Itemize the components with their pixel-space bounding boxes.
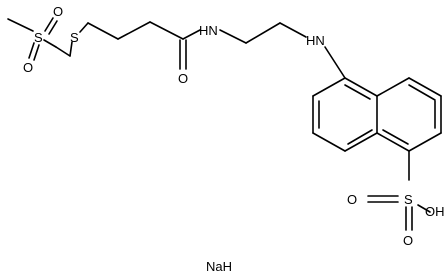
ring-a-d3 [344,84,371,100]
bond-ethyl [245,22,281,44]
bond-chain-2 [117,21,151,40]
bond-chain-3 [149,21,184,40]
atom-n-amide: H​N [199,23,218,38]
ring-b-1 [376,77,410,97]
ring-b-d3 [382,129,409,145]
ring-a-6 [344,77,378,97]
atom-o-carbonyl: O [178,71,188,86]
atom-n-amine: H​N [306,33,325,48]
bond-nh-ring [324,46,346,79]
bond-s-o-top-b [48,20,58,35]
atom-o-sulfonyl-top: O [53,4,63,19]
ring-a-d2 [347,129,373,145]
atom-o-sulfonic-bottom: O [403,233,413,248]
bond-nh-ethyl-1 [219,29,247,44]
bond-so3-oh [417,204,431,213]
ring-b-d1 [408,84,436,101]
ring-a-1 [312,77,346,97]
ring-b-4 [408,132,442,152]
counterion-label: NaH [206,259,232,274]
bond-ethyl-nh [279,22,307,38]
bond-methyl-s [7,18,34,32]
atom-o-sulfonic-left: O [347,192,357,207]
atom-s-sulfonyl: S [34,30,43,45]
ring-b-2 [408,77,442,97]
atom-o-sulfonyl-bottom: O [23,60,33,75]
ring-b-5 [376,132,410,152]
bond-c-nh [182,29,201,40]
bond-s-o-bottom-b [33,44,40,61]
atom-s-sulfonic: S [404,192,413,207]
bond-s-o-bottom-a [28,42,35,59]
bond-s-s-b [55,46,71,57]
bond-chain-1 [87,22,119,40]
bond-s-o-top-a [44,17,54,32]
atom-s-thio: S [70,30,79,45]
ring-a-4 [344,132,378,152]
bond-c1-c2 [69,41,73,57]
ring-a-3 [312,132,346,152]
bond-s-s [43,39,57,48]
atom-oh-sulfonic: OH [425,204,444,219]
bond-sthio-c1 [79,22,89,33]
